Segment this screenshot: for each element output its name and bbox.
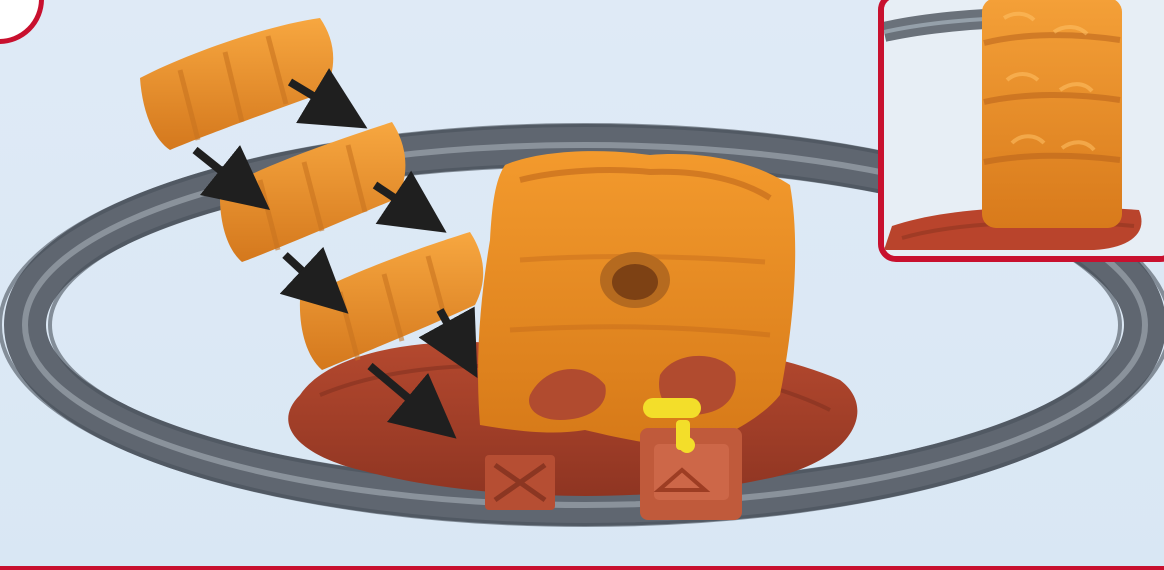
stack-block-middle — [220, 122, 405, 262]
arrow-4 — [285, 255, 325, 292]
wooden-crate — [485, 455, 555, 510]
rock-tunnel — [478, 151, 795, 448]
inset-detail-illustration — [884, 0, 1164, 256]
inset-detail-frame — [878, 0, 1164, 262]
bottom-rule — [0, 566, 1164, 570]
stack-block-top — [140, 18, 333, 150]
